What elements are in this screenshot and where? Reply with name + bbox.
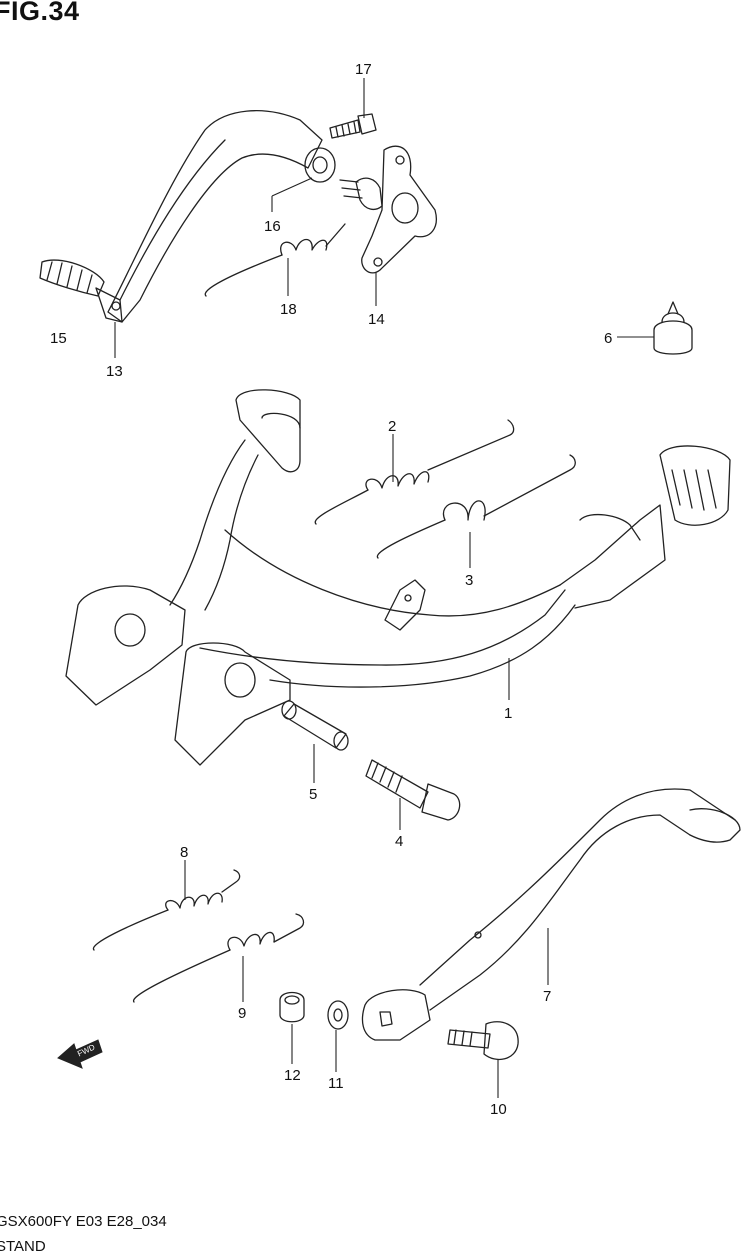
spring-9 [133,913,305,1003]
callout-14: 14 [368,311,385,328]
footrest-rubber [39,259,105,297]
rubber-cap [653,301,693,355]
pivot-pipe [281,700,349,751]
spring-8 [92,869,241,951]
callout-8: 8 [180,844,188,861]
callout-16: 16 [264,218,281,235]
callout-7: 7 [543,988,551,1005]
spring-18 [204,223,346,297]
callout-17: 17 [355,61,372,78]
callout-9: 9 [238,1005,246,1022]
spring-3 [376,454,576,559]
callout-6: 6 [604,330,612,347]
callout-1: 1 [504,705,512,722]
callout-5: 5 [309,786,317,803]
callout-18: 18 [280,301,297,318]
callout-4: 4 [395,833,403,850]
pivot-bolt [365,759,461,821]
side-stand [361,788,741,1041]
nut-12 [279,991,305,1023]
bolt-17 [329,113,377,139]
forward-arrow-icon: FWD [57,1039,103,1069]
callout-15: 15 [50,330,67,347]
callout-12: 12 [284,1067,301,1084]
callout-3: 3 [465,572,473,589]
callout-2: 2 [388,418,396,435]
leader-lines [114,78,654,1098]
callout-13: 13 [106,363,123,380]
pedal-bracket [339,145,437,274]
side-stand-bolt [447,1021,519,1061]
figure-title: FIG.34 [0,0,80,26]
spring-2 [314,419,515,525]
group-name: STAND [0,1238,46,1255]
model-code: GSX600FY E03 E28_034 [0,1213,167,1230]
brake-pedal [95,110,323,323]
callout-11: 11 [328,1075,344,1092]
washer-11 [327,1000,349,1030]
center-stand [65,389,731,766]
washer-16 [304,147,336,183]
callout-labels: 17 16 18 14 15 13 6 2 3 1 5 4 8 9 7 12 1… [50,61,612,1118]
callout-10: 10 [490,1101,507,1118]
